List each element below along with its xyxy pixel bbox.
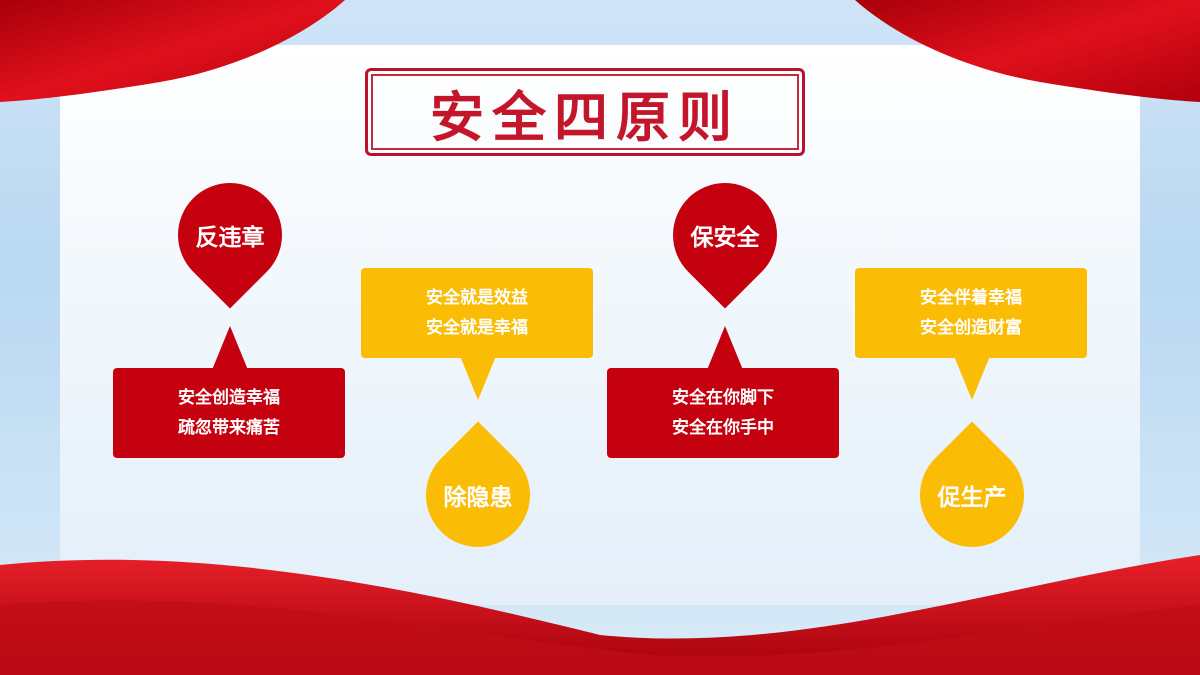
principle-line: 安全伴着幸福 [920,288,1022,308]
principle-line: 安全在你手中 [672,418,774,438]
principle-drop-4: 促生产 [898,421,1046,569]
principle-line: 安全就是效益 [426,288,528,308]
principle-label: 除隐患 [443,485,513,511]
principle-line: 安全创造财富 [920,318,1022,338]
principle-drop-2: 除隐患 [404,421,552,569]
pointer-triangle [460,356,496,400]
principle-line: 安全就是幸福 [426,318,528,338]
principle-box-1: 安全创造幸福 疏忽带来痛苦 [113,368,345,458]
page-title: 安全四原则 [430,84,740,149]
principle-drop-3: 保安全 [651,161,799,309]
principle-box-2: 安全就是效益 安全就是幸福 [361,268,593,358]
curtain-left-decoration [0,0,345,102]
ribbon-bottom-decoration [0,555,1200,675]
principle-line: 疏忽带来痛苦 [178,418,280,438]
pointer-triangle [707,326,743,370]
curtain-right-decoration [855,0,1200,102]
principle-label: 促生产 [937,485,1007,511]
pointer-triangle [212,326,248,370]
principle-label: 保安全 [690,225,760,251]
pointer-triangle [954,356,990,400]
title-stamp: 安全四原则 [365,68,805,156]
principle-label: 反违章 [195,225,265,251]
principle-box-4: 安全伴着幸福 安全创造财富 [855,268,1087,358]
principle-drop-1: 反违章 [156,161,304,309]
principle-line: 安全在你脚下 [672,388,774,408]
principle-box-3: 安全在你脚下 安全在你手中 [607,368,839,458]
principle-line: 安全创造幸福 [178,388,280,408]
